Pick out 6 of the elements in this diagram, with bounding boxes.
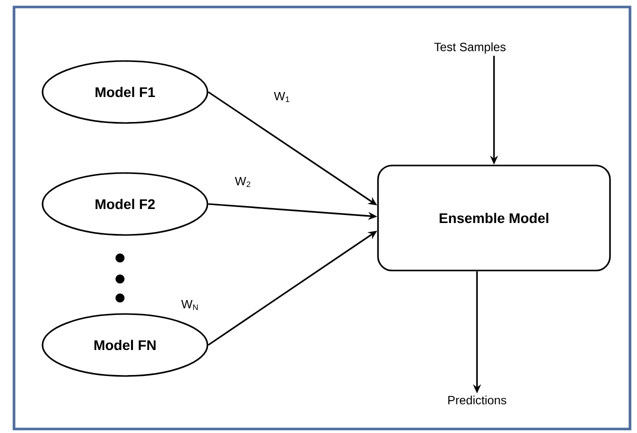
edge-label: W$_{N}$ — [180, 298, 200, 312]
process-box: Ensemble Model — [377, 164, 611, 272]
node-text: Test Samples — [434, 42, 506, 54]
edge-label: W$_{1}$ — [272, 90, 292, 104]
edge-label: W$_{2}$ — [234, 176, 252, 188]
node-text: Predictions — [448, 396, 506, 404]
